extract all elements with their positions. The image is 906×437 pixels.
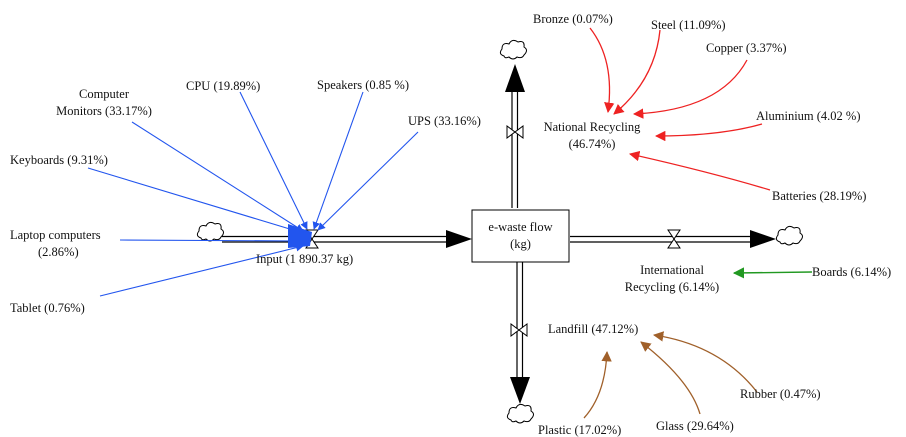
- national-recycling-arrowhead: [505, 64, 525, 92]
- input-source-cloud-icon: [196, 221, 224, 242]
- national-valve-icon: [506, 125, 524, 139]
- label-plastic: Plastic (17.02%): [538, 423, 621, 437]
- label-batteries: Batteries (28.19%): [772, 189, 866, 203]
- connector-glass: [640, 341, 701, 415]
- connector-batteries: [628, 150, 771, 191]
- landfill-arrowhead: [510, 377, 530, 404]
- national-recycling-flow-pipe: [505, 64, 525, 208]
- international-recycling-arrowhead: [750, 230, 776, 248]
- connector-rubber: [652, 331, 758, 393]
- label-laptops-line2: (2.86%): [38, 245, 79, 259]
- input-connectors: [87, 91, 419, 297]
- label-glass: Glass (29.64%): [656, 419, 734, 433]
- label-cpu: CPU (19.89%): [186, 79, 260, 93]
- connector-cpu: [239, 91, 308, 230]
- connector-tablet: [99, 243, 304, 297]
- connector-keyboards: [87, 167, 304, 235]
- connector-ups: [317, 131, 419, 231]
- label-copper: Copper (3.37%): [706, 41, 787, 55]
- input-flow-label: Input (1 890.37 kg): [256, 252, 353, 266]
- connector-steel: [613, 29, 661, 115]
- national-recycling-label-line1: National Recycling: [544, 120, 642, 134]
- connector-laptops: [119, 237, 303, 245]
- label-rubber: Rubber (0.47%): [740, 387, 821, 401]
- label-monitors-line2: Monitors (33.17%): [56, 104, 152, 118]
- connector-aluminium: [654, 123, 763, 142]
- label-keyboards: Keyboards (9.31%): [10, 153, 108, 167]
- input-converging-fan: [288, 224, 312, 248]
- connector-monitors: [131, 121, 304, 232]
- landfill-valve-icon: [510, 323, 528, 337]
- connector-speakers: [312, 91, 364, 230]
- international-valve-icon: [667, 229, 681, 249]
- e-waste-stock-box: [471, 209, 570, 263]
- international-recycling-label-line1: International: [640, 263, 704, 277]
- label-laptops-line1: Laptop computers: [10, 228, 101, 242]
- national-connectors: [589, 27, 771, 191]
- landfill-flow-pipe: [510, 262, 530, 404]
- stock-label-line2: (kg): [510, 237, 531, 251]
- international-recycling-flow-pipe: [570, 230, 776, 248]
- landfill-label: Landfill (47.12%): [548, 322, 638, 336]
- landfill-sink-cloud-icon: [506, 403, 534, 424]
- international-recycling-label-line2: Recycling (6.14%): [625, 280, 719, 294]
- landfill-connectors: [583, 331, 758, 419]
- connector-plastic: [583, 350, 612, 419]
- stock-label-line1: e-waste flow: [488, 220, 552, 234]
- connector-boards: [732, 267, 813, 279]
- input-flow-pipe: [222, 230, 472, 248]
- label-bronze: Bronze (0.07%): [533, 12, 613, 26]
- connector-bronze: [589, 27, 615, 114]
- label-boards: Boards (6.14%): [812, 265, 891, 279]
- label-tablet: Tablet (0.76%): [10, 301, 85, 315]
- label-aluminium: Aluminium (4.02 %): [756, 109, 861, 123]
- label-steel: Steel (11.09%): [651, 18, 726, 32]
- national-recycling-label-line2: (46.74%): [569, 137, 616, 151]
- connector-copper: [632, 59, 748, 119]
- international-sink-cloud-icon: [775, 225, 803, 246]
- label-monitors-line1: Computer: [79, 87, 130, 101]
- label-speakers: Speakers (0.85 %): [317, 78, 409, 92]
- label-ups: UPS (33.16%): [408, 114, 481, 128]
- input-flow-arrowhead: [446, 230, 472, 248]
- national-sink-cloud-icon: [499, 39, 527, 60]
